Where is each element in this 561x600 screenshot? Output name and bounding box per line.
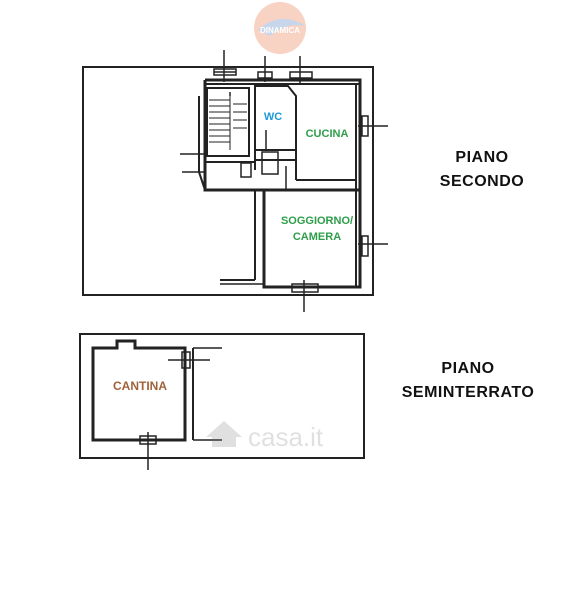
second-floor-plan	[82, 50, 388, 312]
floor-label-basement-line2: SEMINTERRATO	[401, 384, 535, 401]
room-label-soggiorno-line2: CAMERA	[293, 231, 341, 243]
staircase	[206, 87, 250, 157]
basement-markers	[139, 351, 210, 470]
basement-outline	[79, 333, 365, 459]
basement-plan	[79, 333, 365, 470]
house-icon	[206, 421, 242, 447]
logo-text: DINAMICA	[260, 26, 300, 35]
logo-swoosh	[258, 18, 306, 36]
stair-steps	[209, 96, 247, 150]
second-floor-outline	[82, 66, 374, 296]
wc-room	[254, 85, 297, 151]
watermark: casa.it	[206, 421, 324, 452]
floor-label-basement-line1: PIANO	[441, 360, 495, 377]
floor-label-basement: PIANO SEMINTERRATO	[392, 357, 544, 405]
floor-label-second-line2: SECONDO	[439, 173, 525, 190]
floor-label-second-line1: PIANO	[455, 149, 509, 166]
room-label-soggiorno-line1: SOGGIORNO/	[281, 215, 353, 227]
room-label-cantina: CANTINA	[113, 379, 167, 393]
cantina-room	[91, 339, 187, 442]
room-label-wc: WC	[264, 111, 282, 123]
room-label-cucina: CUCINA	[306, 128, 349, 140]
floor-label-second: PIANO SECONDO	[418, 146, 546, 194]
window-markers	[180, 50, 388, 312]
logo-circle	[254, 2, 306, 54]
agency-logo: DINAMICA	[254, 2, 306, 54]
watermark-text: casa.it	[248, 422, 324, 452]
